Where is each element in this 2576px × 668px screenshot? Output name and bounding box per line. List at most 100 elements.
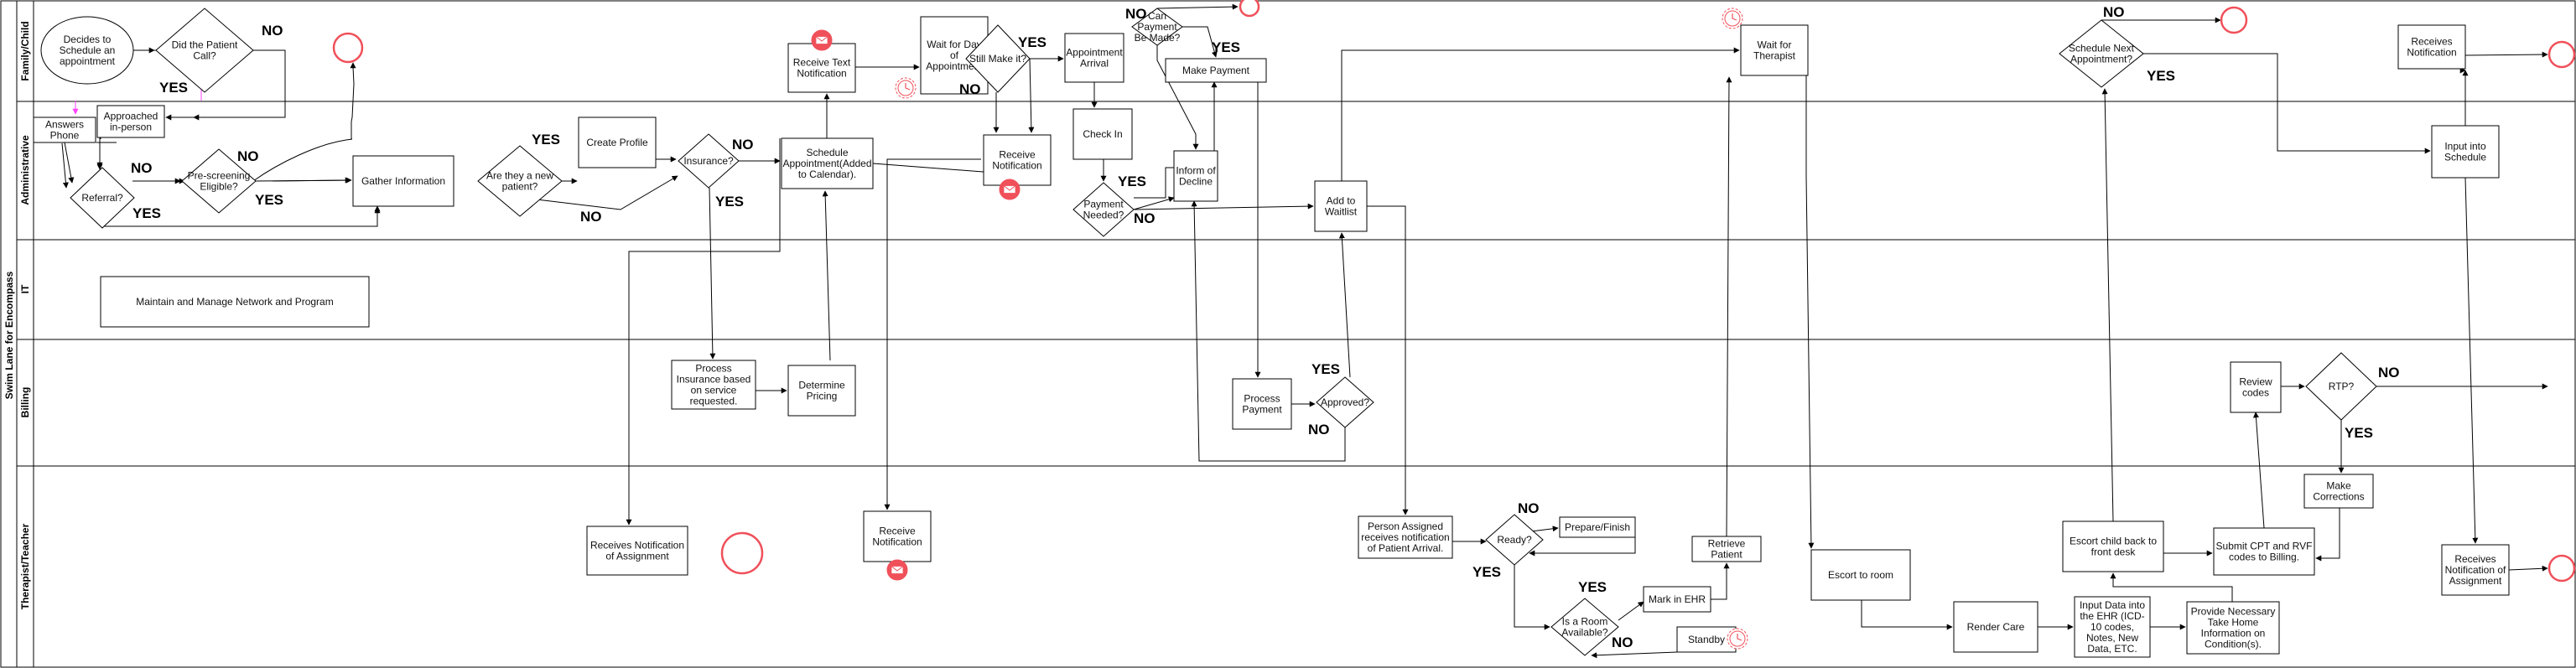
process-box	[1810, 549, 1911, 601]
process-standby[interactable]: Standby	[1676, 626, 1737, 653]
decision-ready-text: Ready?	[1497, 534, 1532, 546]
process-schedule-appt-text: Schedule	[806, 147, 848, 158]
process-prepare[interactable]: Prepare/Finish	[1559, 516, 1636, 538]
flow-arrow	[1156, 3, 1239, 10]
process-check-in[interactable]: Check In	[1072, 108, 1133, 160]
branch-label: NO	[1308, 422, 1330, 438]
decision-shape	[1550, 598, 1619, 656]
flow-arrow	[709, 187, 716, 360]
flow-arrow	[252, 62, 356, 182]
process-box	[96, 105, 165, 138]
process-create-profile[interactable]: Create Profile	[578, 117, 657, 168]
process-process-insurance-text: requested.	[690, 396, 738, 407]
decision-insurance[interactable]: Insurance?	[678, 133, 740, 189]
flow-arrow	[1191, 200, 1346, 462]
decision-ready[interactable]: Ready?	[1485, 514, 1544, 566]
process-process-payment-text: Payment	[1242, 404, 1282, 416]
process-wait-therapist-text: Wait for	[1758, 39, 1792, 51]
flow-arrow	[2464, 51, 2548, 58]
start-decides-text: Schedule an	[60, 44, 116, 56]
process-receive-notif-admin-text: Notification	[992, 160, 1041, 172]
process-input-schedule-text: Schedule	[2444, 152, 2486, 163]
flow-arrow	[2315, 508, 2340, 562]
branch-label: NO	[1518, 500, 1540, 516]
flow-arrow	[102, 207, 381, 227]
decision-still-make[interactable]: Still Make it?	[965, 24, 1031, 93]
flow-arrow	[1529, 537, 1636, 557]
decision-referral[interactable]: Referral?	[70, 167, 135, 229]
process-review-codes-text: Review	[2239, 376, 2272, 388]
process-recv-assign-left-text: Receives Notification	[590, 540, 684, 551]
process-box	[1740, 24, 1809, 76]
process-determine-pricing-text: Pricing	[807, 391, 838, 402]
process-box	[2186, 601, 2280, 655]
process-maintain[interactable]: Maintain and Manage Network and Program	[100, 276, 370, 328]
process-render-care[interactable]: Render Care	[1953, 601, 2038, 653]
decision-rtp[interactable]: RTP?	[2305, 352, 2377, 421]
flow-arrow	[1530, 526, 1559, 532]
end-event-icon	[720, 531, 764, 575]
branch-label: NO	[1134, 210, 1156, 226]
process-approached-text: Approached	[104, 111, 158, 122]
start-event-shape	[40, 16, 134, 85]
process-recv-assign-right-text: Notification of	[2445, 564, 2506, 576]
process-input-schedule-text: Input into	[2444, 141, 2486, 153]
flow-arrow	[1591, 651, 1678, 659]
decision-shape	[181, 148, 257, 214]
flow-arrow	[1338, 232, 1351, 378]
process-mark-ehr[interactable]: Mark in EHR	[1643, 586, 1711, 613]
process-box	[1064, 33, 1124, 83]
process-recv-notif-family-text: Receives	[2411, 36, 2452, 48]
branch-label: YES	[1311, 361, 1340, 377]
end-event-icon	[332, 32, 364, 64]
process-box	[586, 526, 688, 576]
decision-shape	[1131, 8, 1183, 46]
process-process-insurance-text: Insurance based	[677, 374, 751, 386]
process-provide-info-text: Condition(s).	[2205, 639, 2262, 650]
branch-label: NO	[2378, 365, 2400, 381]
process-make-payment[interactable]: Make Payment	[1165, 58, 1267, 83]
process-gather[interactable]: Gather Information	[352, 155, 454, 207]
process-mark-ehr-text: Mark in EHR	[1649, 593, 1706, 605]
decision-approved[interactable]: Approved?	[1316, 376, 1374, 428]
flow-arrow	[1726, 76, 1732, 537]
lane-family-child: Family/Child	[19, 21, 31, 80]
process-recv-assign-right-text: Receives	[2454, 553, 2496, 565]
process-escort-room[interactable]: Escort to room	[1810, 549, 1911, 601]
process-add-waitlist-text: Waitlist	[1325, 206, 1358, 218]
